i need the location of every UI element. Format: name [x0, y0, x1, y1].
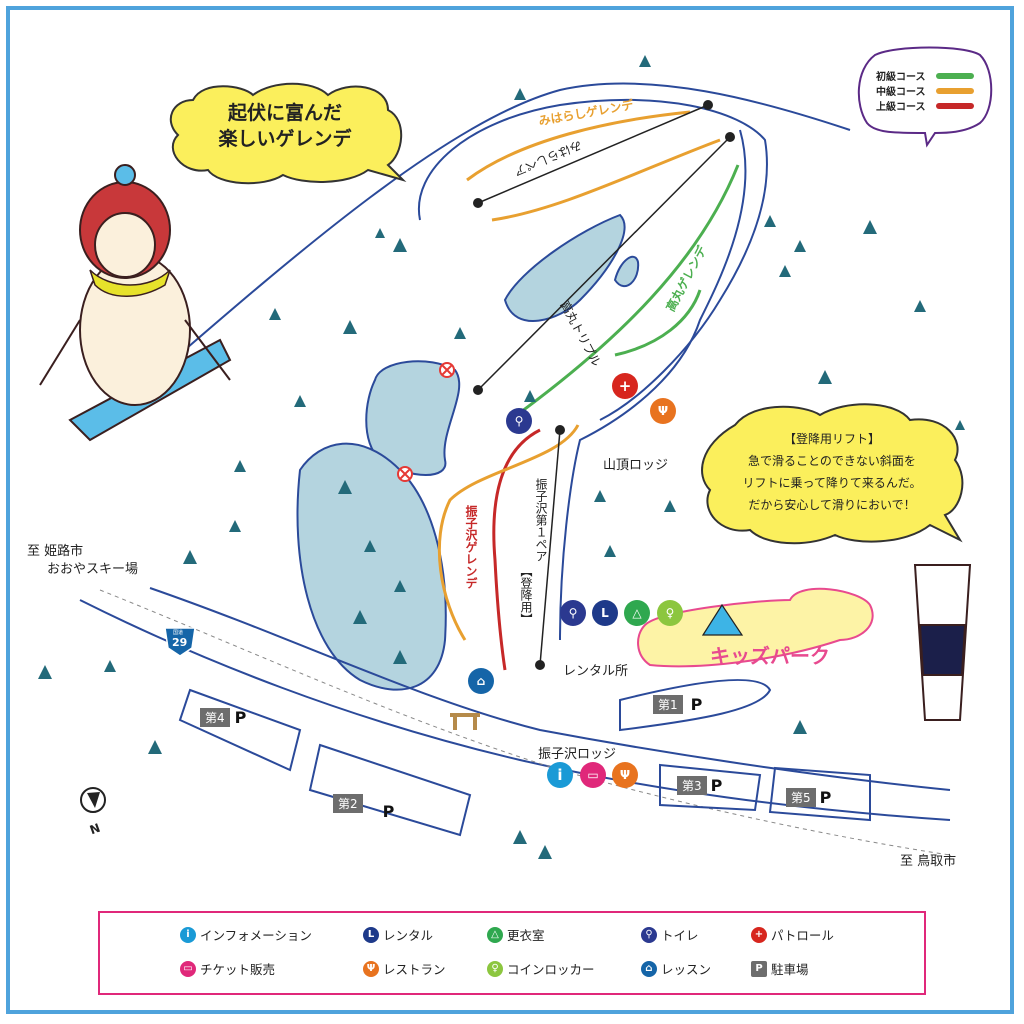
- restaurant-icon[interactable]: Ψ: [650, 398, 676, 424]
- advanced-color-bar: [935, 102, 974, 109]
- legend-patrol: +パトロール: [751, 925, 834, 944]
- ticket-icon: ▭: [180, 960, 196, 977]
- summit-lodge-label: 山頂ロッジ: [603, 458, 669, 473]
- course-advanced: 上級コース: [876, 98, 1000, 113]
- patrol-icon[interactable]: +: [612, 373, 638, 399]
- restaurant-icon: Ψ: [363, 960, 379, 977]
- toilet-icon[interactable]: ⚲: [560, 600, 586, 626]
- ski-mascot-left: [39, 164, 232, 442]
- route-sign-top: 国道: [173, 630, 184, 636]
- parking-icon: P: [751, 960, 767, 977]
- to-himeji-label: 至 姫路市: [27, 544, 84, 559]
- coin-locker-icon: ♀: [487, 960, 503, 977]
- course-beginner: 初級コース: [876, 68, 1000, 83]
- restaurant-icon[interactable]: Ψ: [612, 762, 638, 788]
- ticket-icon[interactable]: ▭: [580, 762, 606, 788]
- callout-right-line3: だから安心して滑りにおいで！: [748, 498, 916, 512]
- information-icon[interactable]: i: [547, 762, 573, 788]
- callout-top-line1: 起伏に富んだ: [227, 102, 342, 124]
- information-icon: i: [180, 926, 196, 943]
- course-legend: 初級コース 中級コース 上級コース: [876, 68, 1000, 146]
- coin-locker-icon[interactable]: ♀: [657, 600, 683, 626]
- route-number: 29: [172, 636, 188, 649]
- legend-ticket: ▭チケット販売: [180, 959, 275, 978]
- callout-right-line1: 急で滑ることのできない斜面を: [748, 454, 916, 468]
- furikozawa-lodge-label: 振子沢ロッジ: [538, 747, 617, 762]
- legend-changing-room: △更衣室: [487, 925, 545, 944]
- to-tottori-label: 至 鳥取市: [900, 854, 957, 869]
- patrol-icon: +: [751, 926, 767, 943]
- changing-room-icon[interactable]: △: [624, 600, 650, 626]
- changing-room-icon: △: [487, 926, 503, 943]
- furikozawa-slope-label: 振子沢ゲレンデ: [464, 505, 478, 589]
- callout-top-bubble: [169, 82, 407, 185]
- rental-icon[interactable]: L: [592, 600, 618, 626]
- callout-right-text: 【登降用リフト】 急で滑ることのできない斜面を リフトに乗って降りて来るんだ。 …: [712, 428, 952, 516]
- toilet-icon[interactable]: ⚲: [506, 408, 532, 434]
- to-ooya-label: おおやスキー場: [47, 562, 139, 577]
- legend-lesson: ⌂レッスン: [641, 959, 711, 978]
- lesson-icon[interactable]: ⌂: [468, 668, 494, 694]
- map-frame: [6, 6, 1014, 1014]
- lesson-icon: ⌂: [641, 960, 657, 977]
- callout-top-line2: 楽しいゲレンデ: [218, 128, 352, 150]
- legend-toilet: ⚲トイレ: [641, 925, 699, 944]
- intermediate-color-bar: [935, 87, 974, 94]
- beginner-color-bar: [935, 72, 974, 79]
- toilet-icon: ⚲: [641, 926, 657, 943]
- callout-right-line2: リフトに乗って降りて来るんだ。: [742, 476, 922, 490]
- rental-shop-label: レンタル所: [563, 664, 629, 679]
- course-legend-bubble: [857, 46, 993, 148]
- callout-right-title: 【登降用リフト】: [783, 432, 880, 446]
- tube-mascot-right: [913, 564, 972, 721]
- furikozawa-lift-label: 振子沢第１ペア: [534, 478, 548, 562]
- callout-top-text: 起伏に富んだ 楽しいゲレンデ: [200, 100, 370, 152]
- kids-park-label: キッズパーク: [710, 644, 830, 668]
- callout-right-bubble: [701, 403, 964, 545]
- legend-coin-locker: ♀コインロッカー: [487, 959, 595, 978]
- furikozawa-lift-note: 【登降用】: [519, 565, 533, 625]
- rental-icon: L: [363, 926, 379, 943]
- course-intermediate: 中級コース: [876, 83, 1000, 98]
